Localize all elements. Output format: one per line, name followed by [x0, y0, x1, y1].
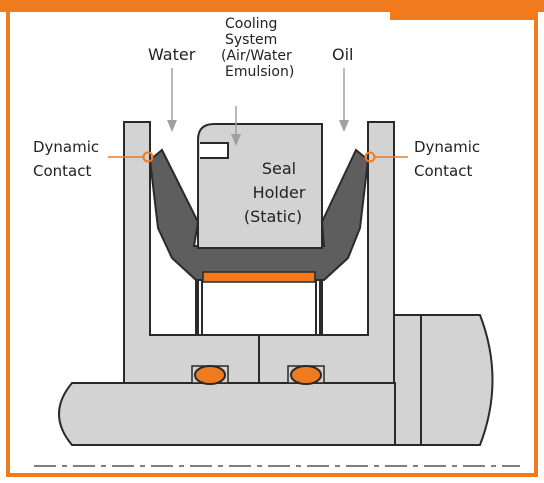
- o-ring-left: [194, 365, 226, 385]
- water-label: Water: [148, 45, 196, 64]
- cooling-label-line-4: Emulsion): [225, 64, 294, 80]
- seal-holder-label-line-3: (Static): [244, 207, 302, 226]
- cooling-arrow: [231, 106, 241, 146]
- dynamic-contact-left-line-2: Contact: [33, 162, 91, 180]
- cooling-label-line-3: (Air/Water: [221, 48, 292, 64]
- inner-cavity: [197, 277, 321, 336]
- o-ring-right: [290, 365, 322, 385]
- shaft: [58, 382, 396, 446]
- cooling-channel: [200, 142, 229, 159]
- frame-tab: [390, 10, 536, 20]
- seal-holder-label-line-2: Holder: [253, 183, 306, 202]
- dynamic-contact-left-marker: [142, 151, 154, 163]
- dynamic-contact-right-line-1: Dynamic: [414, 138, 480, 156]
- water-arrow: [167, 68, 177, 132]
- dynamic-contact-right-marker: [364, 151, 376, 163]
- oil-label: Oil: [332, 45, 353, 64]
- dynamic-contact-right-line-2: Contact: [414, 162, 472, 180]
- oil-arrow: [339, 68, 349, 132]
- cooling-label-line-1: Cooling: [225, 16, 277, 32]
- dynamic-contact-left-line-1: Dynamic: [33, 138, 99, 156]
- seal-holder-label-line-1: Seal: [262, 159, 296, 178]
- cooling-label-line-2: System: [225, 32, 277, 48]
- contact-strip: [202, 271, 316, 283]
- frame-top-bar: [0, 0, 544, 12]
- right-drum: [384, 314, 494, 446]
